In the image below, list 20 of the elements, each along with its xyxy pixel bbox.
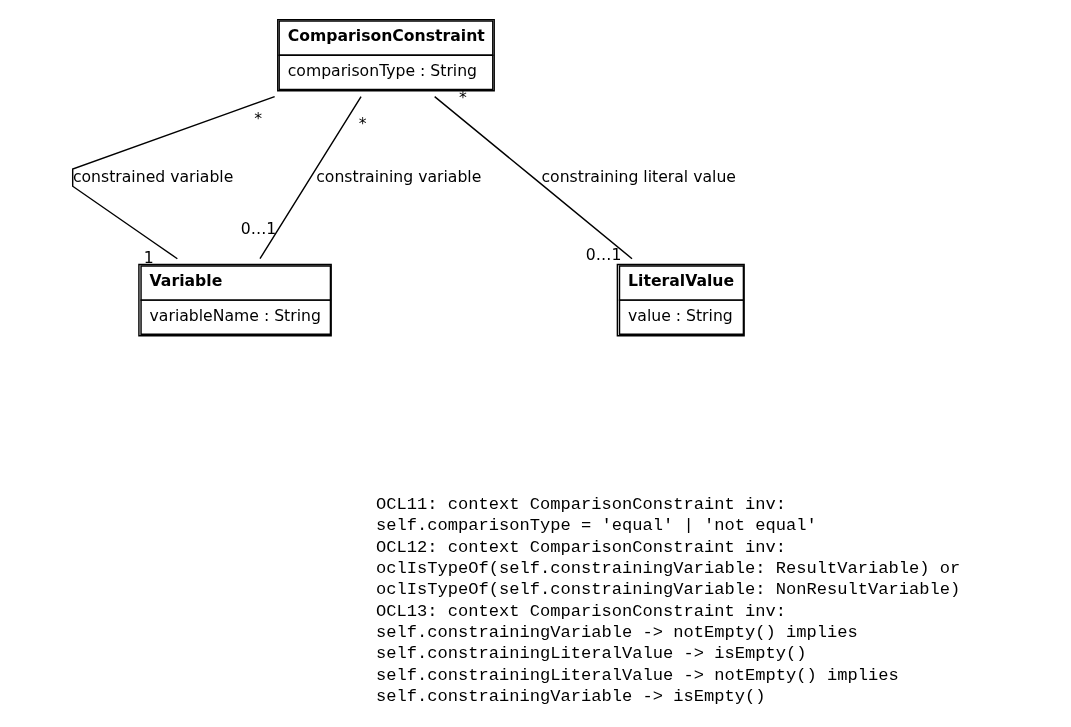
label: OCL13: context ComparisonConstraint inv:: [376, 601, 786, 621]
label: self.constrainingVariable -> isEmpty(): [376, 687, 766, 707]
edge-label: constraining literal value: [541, 166, 736, 186]
label: self.constrainingLiteralValue -> notEmpty() implies: [376, 665, 899, 685]
label: self.comparisonType = 'equal' | 'not equal': [376, 516, 817, 536]
label: 0…1: [240, 219, 277, 239]
connector: [433, 95, 633, 260]
label: oclIsTypeOf(self.constrainingVariable: NonResultVariable): [376, 580, 961, 600]
label: 0…1: [585, 245, 622, 265]
label: self.constrainingVariable -> notEmpty() implies: [376, 623, 858, 643]
connector: [72, 95, 276, 260]
connector: [259, 95, 362, 260]
edge-label: constraining variable: [316, 166, 482, 186]
label: *: [358, 114, 367, 134]
label: *: [254, 108, 263, 128]
edge-label: constrained variable: [72, 166, 234, 186]
label: OCL11: context ComparisonConstraint inv:: [376, 494, 786, 514]
label: OCL12: context ComparisonConstraint inv:: [376, 537, 786, 557]
label: oclIsTypeOf(self.constrainingVariable: ResultVariable) or: [376, 558, 961, 578]
label: self.constrainingLiteralValue -> isEmpty(): [376, 644, 807, 664]
